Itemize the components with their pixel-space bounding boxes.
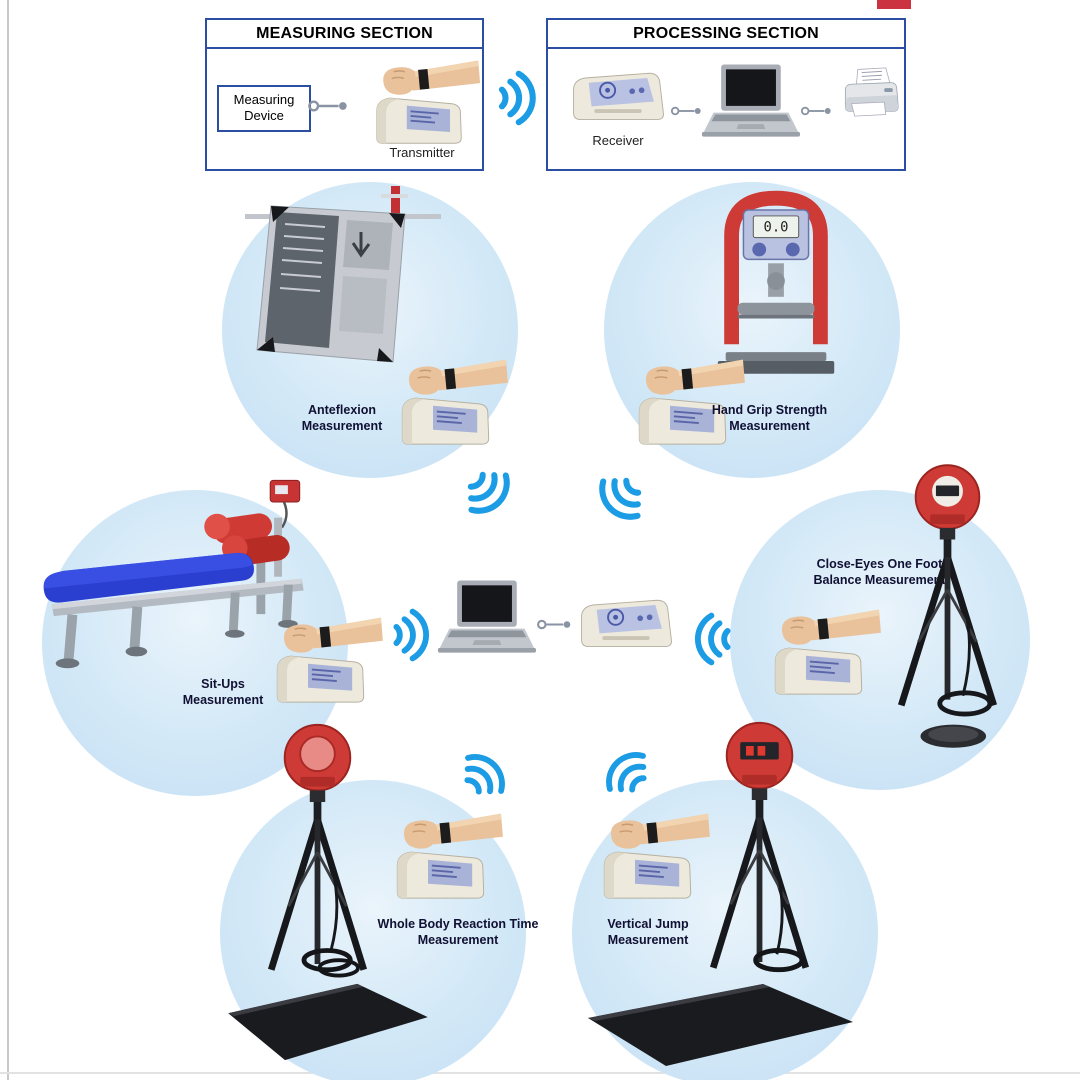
wifi-signal-icon	[599, 477, 642, 520]
label-line: Measurement	[607, 933, 689, 948]
measuring-section-box: MEASURING SECTION Measuring Device Trans…	[205, 18, 484, 171]
measuring-device-box: Measuring Device	[217, 85, 311, 132]
label-line: Measurement	[182, 693, 264, 708]
link-connector-icon	[537, 619, 571, 630]
wifi-signal-icon	[464, 754, 505, 795]
central-laptop	[436, 576, 536, 662]
laptop	[701, 64, 800, 137]
jump-floor-mat	[578, 978, 863, 1070]
transmitter-label: Transmitter	[389, 145, 455, 160]
sit-ups-bench	[38, 478, 343, 705]
label-line: Whole Body Reaction Time	[377, 917, 539, 931]
label-line: Measurement	[301, 419, 383, 434]
link-connector-icon	[536, 618, 574, 631]
wifi-sit-ups	[382, 608, 436, 662]
wifi-balance	[688, 612, 742, 666]
transmitter-device	[756, 602, 881, 698]
transmitter-with-arm	[603, 813, 710, 899]
receiver-unit	[573, 72, 664, 121]
transmitter-with-arm	[376, 60, 481, 144]
receiver-unit	[581, 599, 672, 648]
wifi-signal-icon	[467, 471, 510, 514]
hand-grip-dynamometer: 0.0	[702, 180, 850, 390]
label-line: Balance Measurement	[813, 573, 946, 588]
transmitter-device	[378, 806, 503, 902]
transmitter-with-arm	[774, 609, 881, 695]
label-line: Close-Eyes One Foot	[816, 557, 943, 571]
link-connector-icon	[670, 106, 701, 116]
transmitter-with-arm	[276, 617, 383, 703]
processing-section-box: PROCESSING SECTION Receiver	[546, 18, 906, 171]
link-connector-icon	[800, 106, 831, 116]
laptop	[437, 580, 536, 653]
reaction-floor-mat	[218, 978, 438, 1066]
bottom-border-line	[0, 1072, 1080, 1074]
transmitter-device	[620, 352, 745, 448]
reaction-time-device	[250, 720, 385, 992]
wifi-hand-grip	[583, 456, 662, 535]
wifi-signal-icon	[606, 752, 647, 793]
transmitter-device	[357, 53, 481, 147]
balance-measurement-device	[880, 462, 1015, 752]
receiver-label: Receiver	[592, 133, 644, 148]
left-border-line	[7, 0, 9, 1080]
wifi-link-sections	[487, 70, 543, 126]
link-connector-icon	[670, 105, 704, 117]
transmitter-device	[258, 610, 383, 706]
transmitter-with-arm	[638, 359, 745, 445]
wifi-anteflexion	[446, 450, 525, 529]
wifi-vertical-jump	[591, 737, 667, 813]
transmitter-with-arm	[401, 359, 508, 445]
grip-display-value: 0.0	[764, 220, 789, 236]
processing-section-title: PROCESSING SECTION	[548, 20, 904, 49]
top-red-mark	[877, 0, 911, 9]
link-connector-icon	[800, 105, 834, 117]
transmitter-with-arm	[396, 813, 503, 899]
wifi-signal-icon	[694, 612, 731, 666]
transmitter-device	[585, 806, 710, 902]
station-label-vertical-jump: Vertical Jump Measurement	[578, 916, 718, 949]
wifi-reaction	[444, 739, 520, 815]
central-receiver	[574, 590, 678, 654]
label-line: Anteflexion	[307, 403, 377, 417]
station-label-reaction: Whole Body Reaction Time Measurement	[358, 916, 558, 949]
station-label-anteflexion: Anteflexion Measurement	[262, 402, 422, 435]
laptop-computer	[700, 59, 800, 147]
link-connector-icon	[307, 99, 351, 113]
vertical-jump-device	[692, 718, 827, 990]
wifi-signal-icon	[498, 70, 536, 126]
link-connector-icon	[308, 100, 347, 112]
printer-device	[836, 57, 906, 141]
label-line: Measurement	[417, 933, 499, 948]
label-line: Sit-Ups	[201, 677, 245, 691]
station-label-balance: Close-Eyes One Foot Balance Measurement	[762, 556, 997, 589]
station-label-sit-ups: Sit-Ups Measurement	[148, 676, 298, 709]
anteflexion-board	[243, 183, 443, 375]
station-label-hand-grip: Hand Grip Strength Measurement	[682, 402, 857, 435]
label-line: Vertical Jump	[607, 917, 689, 931]
label-line: Measurement	[729, 419, 810, 434]
measuring-section-title: MEASURING SECTION	[207, 20, 482, 49]
receiver-device	[566, 63, 670, 127]
transmitter-device	[383, 352, 508, 448]
wifi-signal-icon	[393, 608, 430, 662]
label-line: Hand Grip Strength	[711, 403, 828, 417]
